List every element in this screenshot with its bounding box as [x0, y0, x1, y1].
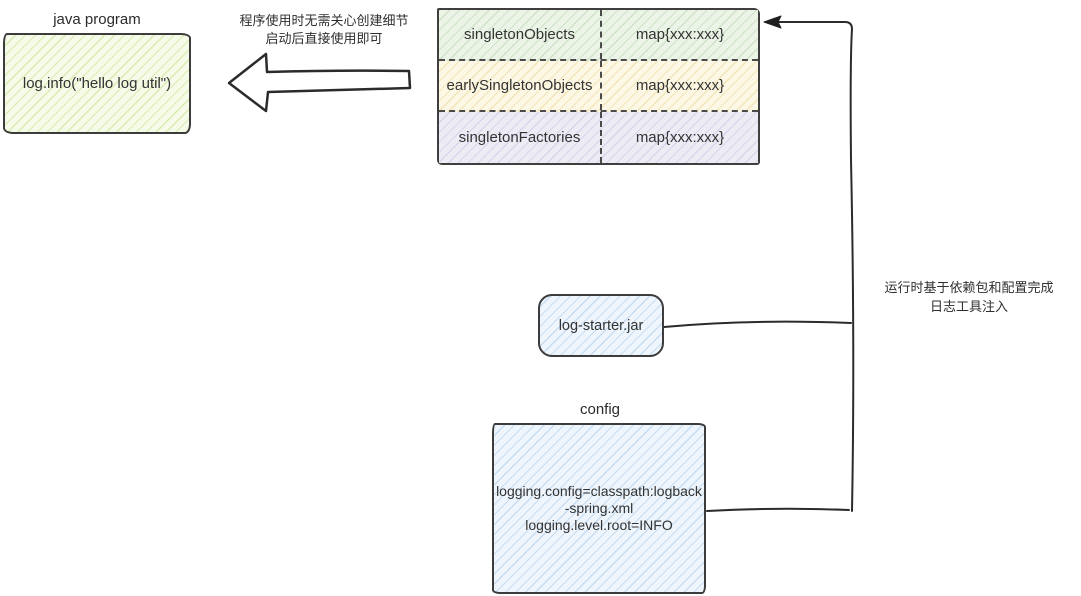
- config-line-logging-level: logging.level.root=INFO: [525, 517, 673, 533]
- table-cell-value: map{xxx:xxx}: [635, 129, 725, 146]
- config-title: config: [579, 401, 621, 418]
- jar-box-label: log-starter.jar: [558, 317, 644, 334]
- table-cell-name: singletonObjects: [439, 10, 602, 59]
- table-row-early-singleton-objects: earlySingletonObjects map{xxx:xxx}: [439, 61, 758, 112]
- injection-connector-line: [769, 21, 855, 512]
- java-program-box: log.info("hello log util"): [3, 33, 191, 134]
- injection-note: 运行时基于依赖包和配置完成 日志工具注入: [858, 278, 1080, 316]
- usage-note-line1: 程序使用时无需关心创建细节: [239, 13, 409, 28]
- table-row-singleton-factories: singletonFactories map{xxx:xxx}: [439, 112, 758, 163]
- java-program-title: java program: [53, 11, 141, 28]
- singleton-registry-table: singletonObjects map{xxx:xxx} earlySingl…: [437, 8, 760, 165]
- injection-note-line2: 日志工具注入: [929, 299, 1008, 314]
- block-arrow-left: [227, 52, 412, 113]
- table-cell-name: singletonFactories: [439, 112, 602, 163]
- usage-note-line2: 启动后直接使用即可: [265, 31, 383, 46]
- config-line-logging-config: logging.config=classpath:logback-spring.…: [496, 483, 702, 516]
- injection-arrowhead-icon: [763, 15, 782, 29]
- table-cell-value: map{xxx:xxx}: [635, 26, 725, 43]
- table-row-singleton-objects: singletonObjects map{xxx:xxx}: [439, 10, 758, 61]
- log-starter-jar-box: log-starter.jar: [538, 294, 664, 357]
- table-cell-value: map{xxx:xxx}: [635, 77, 725, 94]
- table-cell-name: earlySingletonObjects: [439, 61, 602, 110]
- config-connector-line: [706, 507, 850, 512]
- config-box: logging.config=classpath:logback-spring.…: [492, 423, 706, 594]
- usage-note: 程序使用时无需关心创建细节 启动后直接使用即可: [213, 12, 435, 48]
- java-code-text: log.info("hello log util"): [22, 75, 172, 92]
- jar-connector-line: [663, 320, 852, 328]
- injection-note-line1: 运行时基于依赖包和配置完成: [884, 280, 1054, 295]
